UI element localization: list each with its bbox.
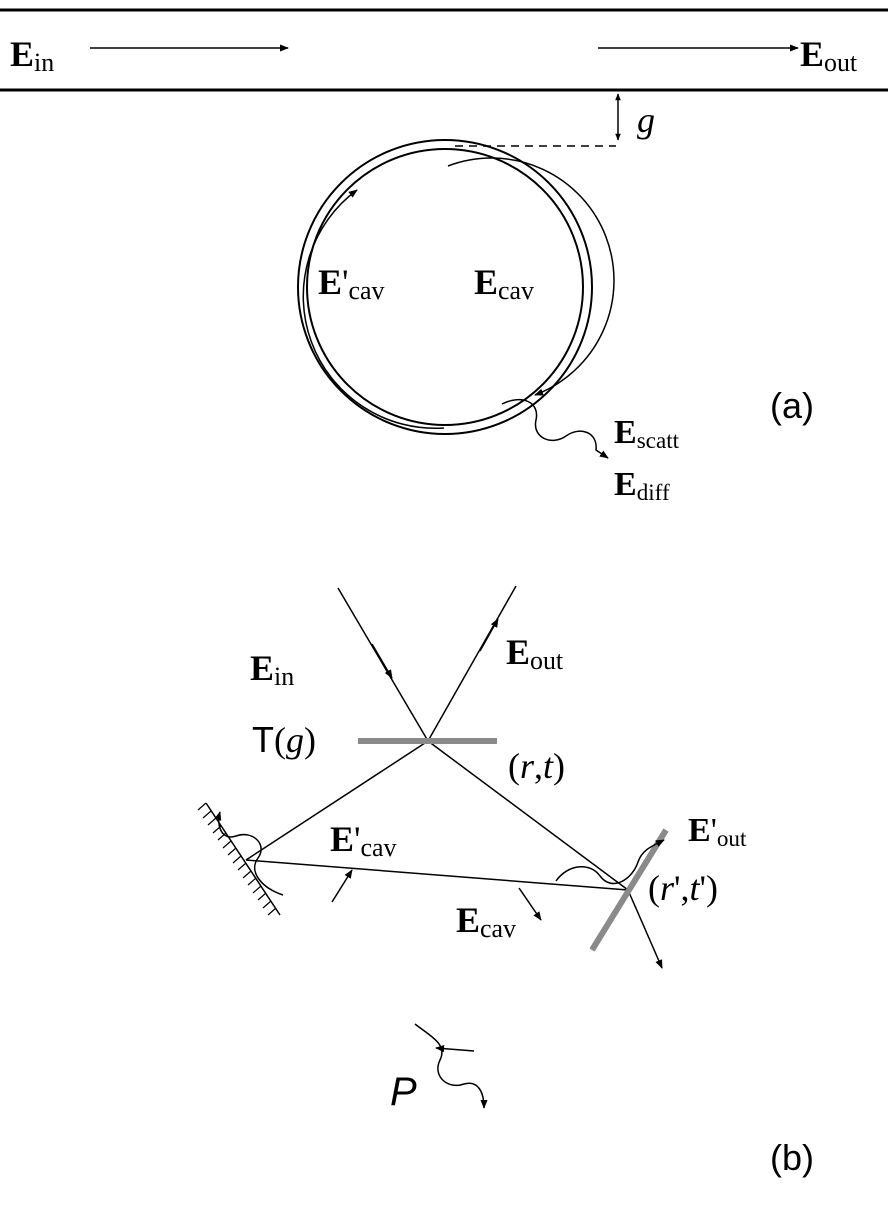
output-beam-arrow bbox=[479, 618, 499, 652]
scattered-wave-arrow bbox=[501, 399, 609, 459]
label-loss-power: P bbox=[390, 1070, 417, 1114]
label-a-input-field: Ein bbox=[10, 34, 55, 77]
transmitted-beam-line bbox=[627, 889, 663, 969]
input-beam-arrow bbox=[371, 643, 393, 679]
cavity-leg-bottom bbox=[245, 859, 629, 891]
scatter-wave-left bbox=[214, 811, 284, 896]
panel-a-tag: (a) bbox=[770, 385, 814, 426]
label-b-output-field: Eout bbox=[506, 632, 564, 675]
fold-mirror-hatching bbox=[197, 802, 277, 916]
label-b-output-field-prime: E'out bbox=[688, 812, 747, 852]
panel-b-tag: (b) bbox=[770, 1137, 814, 1178]
cavity-leg-right bbox=[427, 740, 629, 891]
panel-b bbox=[197, 585, 669, 1109]
input-beam-line bbox=[337, 587, 429, 742]
cavity-field-cw-arrow bbox=[447, 157, 615, 396]
output-beam-line bbox=[427, 585, 517, 742]
output-mirror bbox=[589, 828, 669, 952]
label-scattered-field: Escatt bbox=[614, 414, 680, 454]
cavity-arrow bbox=[518, 887, 542, 921]
label-diffracted-field: Ediff bbox=[614, 466, 670, 506]
label-a-cavity-field: Ecav bbox=[474, 262, 534, 305]
label-a-cavity-field-prime: E'cav bbox=[318, 262, 385, 305]
cavity-field-ccw-arrow bbox=[302, 189, 445, 430]
label-a-output-field: Eout bbox=[800, 34, 858, 77]
label-b-cavity-field-prime: E'cav bbox=[330, 819, 397, 862]
cavity-bottom-arrow bbox=[435, 1045, 475, 1053]
loss-wave bbox=[414, 1023, 488, 1109]
cavity-prime-arrow bbox=[331, 869, 353, 903]
label-coupler-coefficients: (r,t) bbox=[508, 746, 566, 786]
label-coupler-transmission: T(g) bbox=[252, 719, 316, 760]
fold-mirror-surface bbox=[205, 802, 281, 916]
scatter-wave-right bbox=[555, 839, 665, 885]
panel-a bbox=[0, 8, 888, 459]
ring-resonator-outer bbox=[297, 139, 593, 435]
ring-resonator-inner bbox=[306, 148, 584, 426]
label-b-cavity-field: Ecav bbox=[456, 900, 516, 943]
label-gap: g bbox=[637, 100, 655, 140]
label-b-input-field: Ein bbox=[250, 648, 295, 691]
cavity-leg-left bbox=[245, 740, 429, 861]
label-mirror-coefficients: (r',t') bbox=[648, 868, 719, 908]
